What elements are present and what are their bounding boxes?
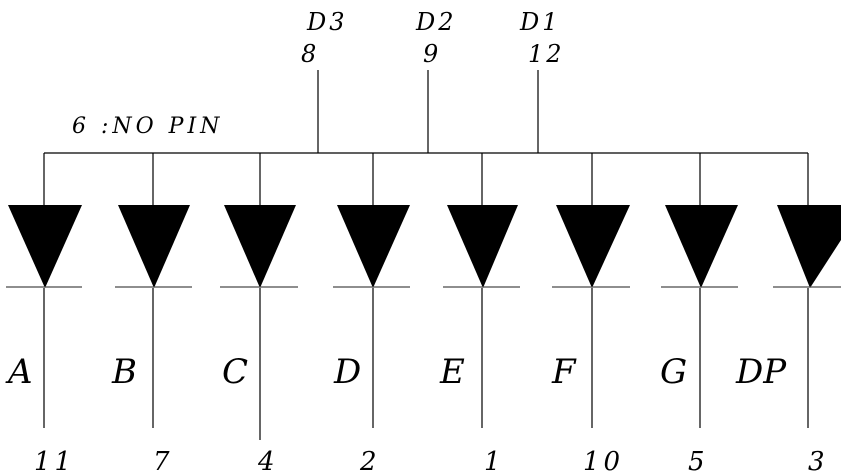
segment-label-d: D	[333, 352, 361, 392]
segment-label-g: G	[660, 352, 687, 392]
segment-diode-e	[443, 153, 520, 428]
digit-name-d2: D2	[415, 8, 457, 36]
segment-label-c: C	[222, 352, 248, 392]
diode-symbol	[8, 205, 82, 288]
segment-diode-dp	[773, 153, 841, 428]
diode-symbol	[337, 205, 410, 288]
digit-name-d1: D1	[519, 8, 561, 36]
segment-diode-a	[6, 153, 82, 428]
segment-diode-f	[552, 153, 630, 428]
segment-diode-b	[115, 153, 192, 428]
segment-label-f: F	[551, 352, 577, 392]
diode-symbol	[447, 205, 518, 288]
diode-symbol	[556, 205, 630, 288]
digit-name-d3: D3	[306, 8, 348, 36]
segment-label-a: A	[5, 352, 33, 392]
digit-pin-d2: 9	[423, 40, 441, 68]
segment-pin-e: 1	[484, 447, 505, 472]
diode-symbol	[118, 205, 190, 288]
segment-pin-d: 2	[359, 447, 381, 472]
diode-symbol	[224, 205, 296, 288]
segment-pin-f: 10	[583, 447, 624, 472]
segment-pin-b: 7	[153, 447, 174, 472]
segment-pin-dp: 3	[808, 447, 829, 472]
diode-symbol	[665, 205, 738, 288]
segment-pin-a: 11	[34, 447, 75, 472]
segment-pin-g: 5	[688, 447, 709, 472]
segment-diode-c	[220, 153, 298, 440]
segment-diode-g	[661, 153, 738, 428]
segment-diode-d	[333, 153, 410, 428]
diode-symbol	[777, 205, 841, 288]
digit-pin-d3: 8	[301, 40, 319, 68]
no-pin-note: 6 :NO PIN	[72, 114, 223, 139]
segment-label-b: B	[111, 352, 137, 392]
segment-label-e: E	[439, 352, 465, 392]
digit-pin-d1: 12	[528, 40, 565, 68]
segment-label-dp: DP	[735, 352, 787, 392]
segment-pin-c: 4	[257, 447, 279, 472]
